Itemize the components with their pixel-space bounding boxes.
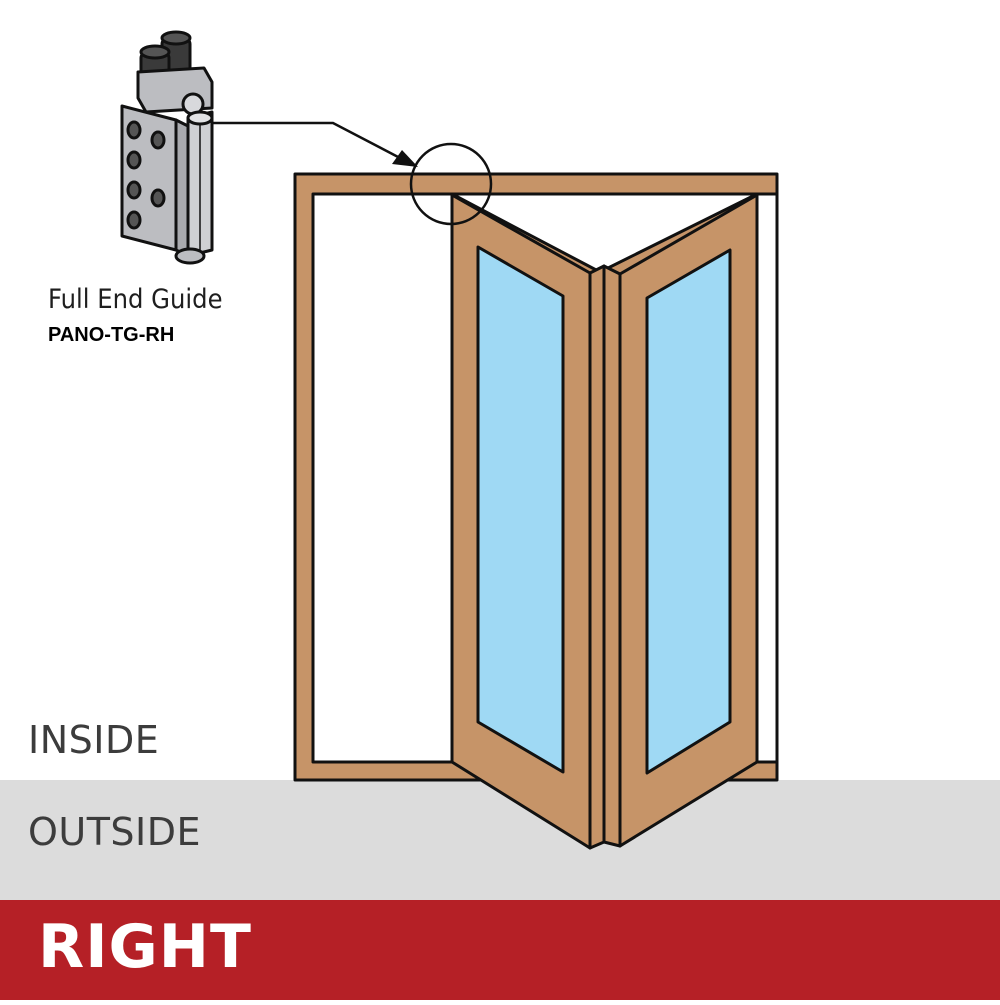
right-door-panel [602,193,759,848]
outside-band [0,780,1000,900]
right-glass-pane [645,248,732,775]
end-guide-hardware-icon [120,30,214,265]
callout-circle-icon [409,142,493,226]
part-code-label: PANO-TG-RH [48,324,175,346]
outside-zone-label: OUTSIDE [28,810,202,854]
callout-arrow-icon [210,121,401,160]
left-door-panel [450,193,606,850]
hand-banner [0,900,1000,1000]
left-glass-pane [476,245,565,774]
handing-label: RIGHT [38,912,252,982]
inside-zone-label: INSIDE [28,718,160,762]
callout-arrowhead [392,150,418,167]
part-name-label: Full End Guide [48,284,223,315]
